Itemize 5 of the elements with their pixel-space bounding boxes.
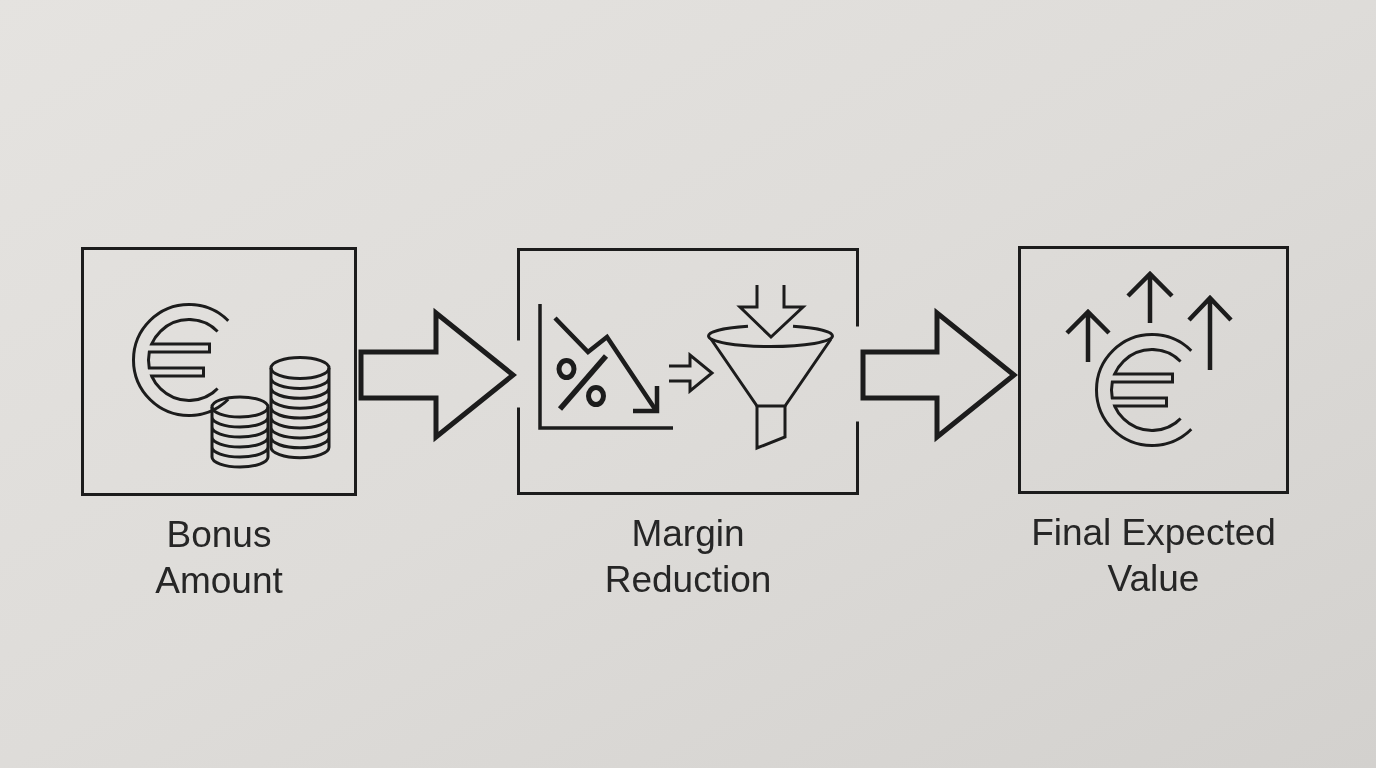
block-arrow — [358, 307, 517, 443]
step-label: Final Expected Value — [1030, 511, 1277, 601]
block-arrow — [860, 307, 1018, 443]
step-label: Margin Reduction — [603, 512, 773, 602]
step-label: Bonus Amount — [154, 513, 284, 603]
